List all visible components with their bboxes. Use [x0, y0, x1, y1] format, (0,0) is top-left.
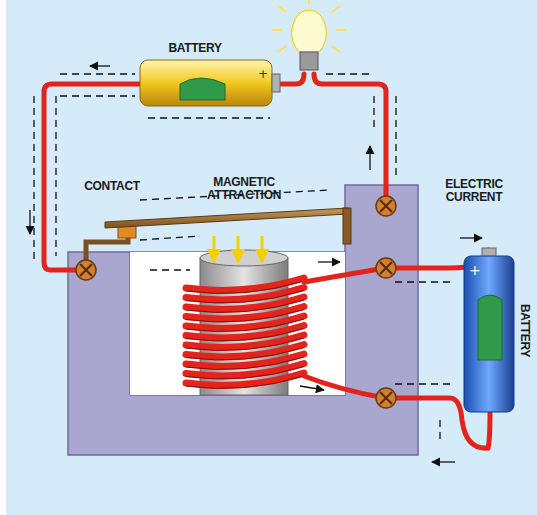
coil-turn-shade	[186, 300, 304, 312]
current-arrows	[30, 66, 482, 462]
coil-turn-shade	[186, 338, 304, 350]
coil-turn-shade	[186, 319, 304, 331]
wires	[44, 74, 490, 448]
coil-turn	[186, 278, 304, 290]
battery-label: BATTERY	[160, 42, 230, 55]
top-battery: +	[140, 60, 280, 106]
coil-turn-shade	[186, 329, 304, 341]
screw	[376, 196, 396, 216]
frame-window	[130, 252, 345, 395]
screw	[376, 388, 396, 408]
coil-turn	[186, 364, 304, 376]
attraction-arrows	[214, 236, 262, 262]
battery-label-vertical: BATTERY	[518, 296, 531, 366]
svg-text:+: +	[469, 262, 481, 278]
contact-label: CONTACT	[76, 180, 148, 193]
current-lines	[34, 74, 450, 440]
screw	[76, 260, 96, 280]
right-battery: +	[464, 248, 514, 412]
coil-turn	[186, 307, 304, 319]
armature-hinge	[343, 208, 351, 244]
coil-turn	[186, 326, 304, 338]
terminal-screws	[76, 196, 396, 408]
armature	[105, 208, 348, 228]
coil-turn-shade	[186, 281, 304, 293]
margin-strip	[0, 0, 6, 515]
coil-turn-shade	[186, 376, 304, 388]
coil-turn-shade	[186, 310, 304, 322]
iron-frame	[68, 185, 418, 455]
coil-turn	[186, 354, 304, 366]
coil	[186, 278, 304, 388]
coil-turn	[186, 288, 304, 300]
screw	[376, 258, 396, 278]
electric-current-label: ELECTRIC CURRENT	[432, 178, 516, 204]
coil-turn-shade	[186, 348, 304, 360]
coil-turn-shade	[186, 367, 304, 379]
magnetic-attraction-label: MAGNETIC ATTRACTION	[200, 176, 288, 202]
light-bulb	[272, 0, 346, 70]
coil-turn	[186, 297, 304, 309]
coil-turn-shade	[186, 357, 304, 369]
coil-turn-shade	[186, 291, 304, 303]
coil-turn	[186, 316, 304, 328]
svg-text:+: +	[258, 67, 268, 81]
coil-turn	[186, 335, 304, 347]
coil-turn	[186, 373, 304, 385]
coil-turn	[186, 345, 304, 357]
